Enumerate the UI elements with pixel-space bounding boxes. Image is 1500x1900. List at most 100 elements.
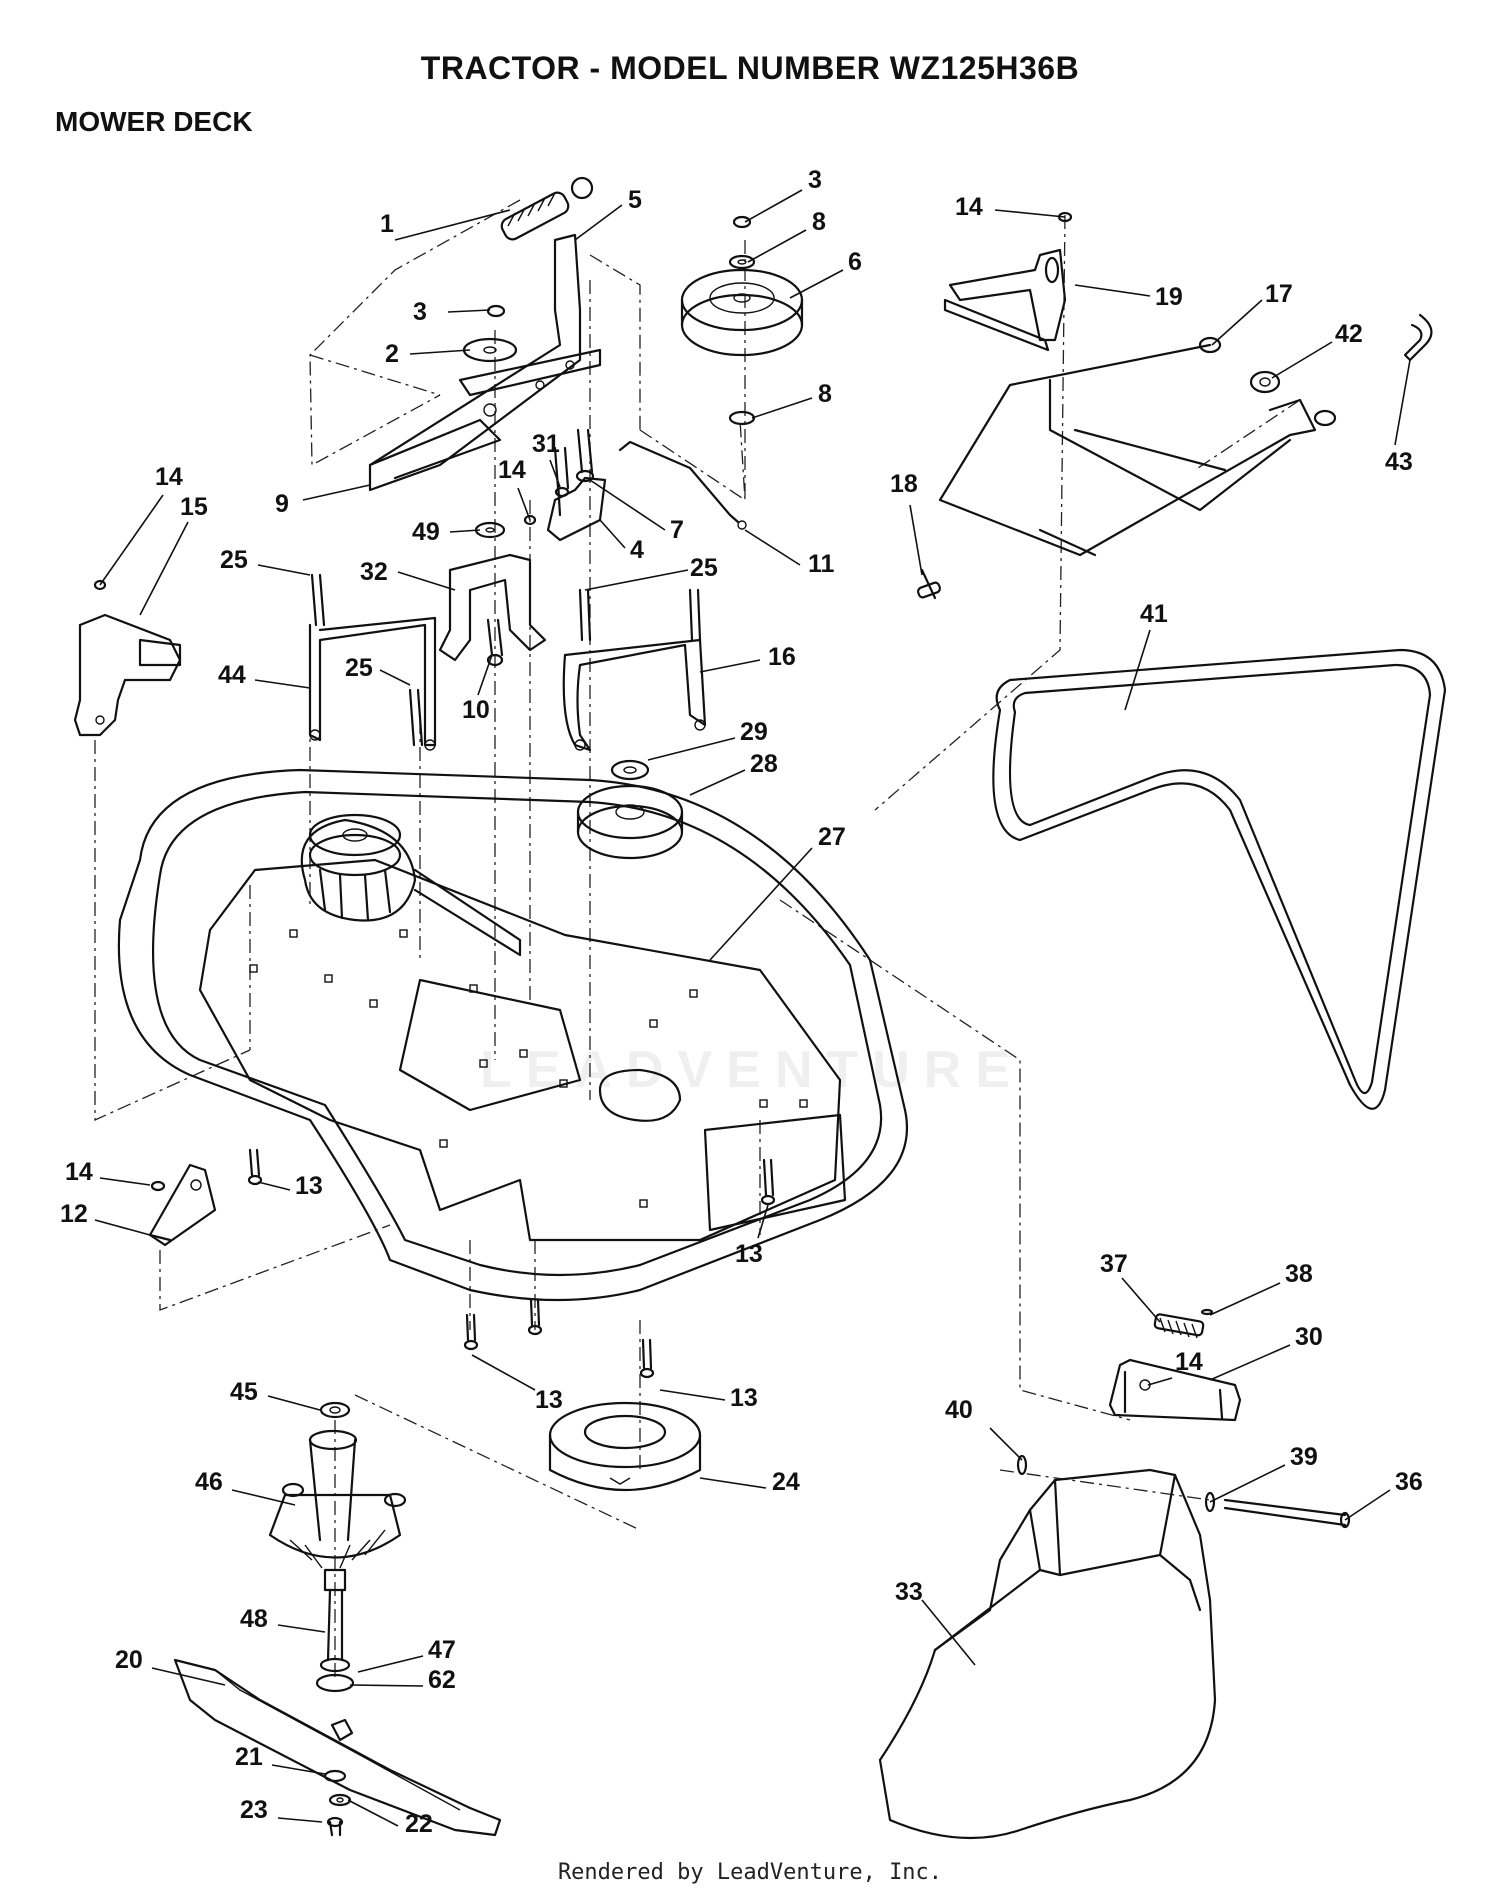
- leader-line-43: [1394, 359, 1411, 446]
- leader-line-39: [1209, 1464, 1286, 1503]
- callout-label-62: 62: [428, 1666, 456, 1694]
- leader-line-5: [574, 204, 623, 241]
- leader-line-12: [94, 1219, 151, 1236]
- leader-line-13: [257, 1181, 291, 1191]
- leader-line-18: [909, 504, 923, 576]
- callout-label-44: 44: [218, 661, 246, 689]
- callout-label-8: 8: [812, 208, 826, 236]
- leader-line-2: [409, 349, 471, 355]
- leader-line-3: [744, 189, 803, 223]
- blade-part-20: [173, 1658, 502, 1837]
- idler-arm-part-9: [368, 233, 602, 492]
- footer-credit: Rendered by LeadVenture, Inc.: [557, 1860, 943, 1885]
- leader-line-25: [584, 569, 689, 591]
- callout-label-25: 25: [345, 654, 373, 682]
- callout-label-29: 29: [740, 718, 768, 746]
- lift-frame-part-17: [916, 211, 1433, 600]
- callout-label-18: 18: [890, 470, 918, 498]
- leader-line-38: [1209, 1282, 1281, 1316]
- leader-line-24: [699, 1477, 767, 1489]
- leader-line-33: [921, 1599, 976, 1666]
- chute-hinge-part-30: [1108, 1308, 1242, 1422]
- leader-line-37: [1121, 1277, 1161, 1323]
- callout-label-16: 16: [768, 643, 796, 671]
- callout-label-27: 27: [818, 823, 846, 851]
- leader-line-32: [397, 571, 456, 591]
- callout-label-1: 1: [380, 210, 394, 238]
- leader-line-6: [789, 269, 844, 299]
- callout-label-14: 14: [1175, 1348, 1203, 1376]
- ring-part-24: [548, 1401, 702, 1491]
- washer-part-2: [462, 304, 518, 363]
- washers-part-21-22-23: [323, 1769, 352, 1837]
- chute-part-33: [878, 1468, 1217, 1840]
- callout-label-22: 22: [405, 1810, 433, 1838]
- leader-line-42: [1271, 341, 1333, 379]
- leader-line-14: [99, 1177, 151, 1186]
- leader-line-28: [689, 769, 746, 796]
- callout-label-14: 14: [65, 1158, 93, 1186]
- leader-line-9: [302, 484, 371, 501]
- callout-label-13: 13: [295, 1172, 323, 1200]
- spindle-part-46: [268, 1401, 407, 1592]
- leader-line-14: [1147, 1377, 1173, 1386]
- callout-label-3: 3: [808, 166, 822, 194]
- callout-label-14: 14: [955, 193, 983, 221]
- leader-line-44: [254, 679, 311, 689]
- assembly-lines: [94, 199, 1301, 1680]
- callout-label-2: 2: [385, 340, 399, 368]
- shaft-part-48: [315, 1588, 355, 1693]
- bracket-part-12: [148, 1148, 776, 1247]
- leader-line-17: [1211, 299, 1263, 346]
- leader-line-40: [989, 1427, 1023, 1461]
- callout-label-20: 20: [115, 1646, 143, 1674]
- callout-label-37: 37: [1100, 1250, 1128, 1278]
- leader-line-48: [277, 1624, 326, 1633]
- leader-line-14: [994, 209, 1066, 218]
- callout-label-39: 39: [1290, 1443, 1318, 1471]
- callout-label-4: 4: [630, 536, 644, 564]
- pin-part-36: [1016, 1454, 1351, 1529]
- callout-label-3: 3: [413, 298, 427, 326]
- callout-label-7: 7: [670, 516, 684, 544]
- leader-line-8: [751, 397, 813, 419]
- callout-label-45: 45: [230, 1378, 258, 1406]
- bracket-part-32: [438, 446, 570, 667]
- callout-label-10: 10: [462, 696, 490, 724]
- callout-label-11: 11: [808, 550, 835, 578]
- leader-line-8: [747, 229, 807, 263]
- leader-line-49: [449, 529, 481, 533]
- leader-line-45: [267, 1395, 321, 1411]
- leader-line-7: [589, 479, 666, 531]
- callout-leaders: [94, 189, 1411, 1827]
- callout-label-15: 15: [180, 493, 208, 521]
- callout-label-43: 43: [1385, 448, 1413, 476]
- leader-line-13: [757, 1204, 769, 1239]
- pulley-part-28: [576, 759, 684, 860]
- diagram-title: TRACTOR - MODEL NUMBER WZ125H36B: [420, 50, 1080, 86]
- bolt-part-7: [546, 428, 747, 542]
- callout-label-32: 32: [360, 558, 388, 586]
- callout-label-25: 25: [220, 546, 248, 574]
- leader-line-46: [231, 1489, 296, 1506]
- leader-line-23: [277, 1817, 323, 1823]
- leader-line-4: [599, 519, 626, 549]
- callout-label-13: 13: [535, 1386, 563, 1414]
- callout-label-33: 33: [895, 1578, 923, 1606]
- bracket-part-15: [73, 579, 182, 737]
- leader-line-27: [709, 847, 813, 961]
- callout-label-24: 24: [772, 1468, 800, 1496]
- callout-label-46: 46: [195, 1468, 223, 1496]
- callout-label-41: 41: [1140, 600, 1168, 628]
- leader-line-30: [1209, 1344, 1291, 1381]
- leader-line-25: [257, 564, 311, 576]
- callout-label-30: 30: [1295, 1323, 1323, 1351]
- callout-label-23: 23: [240, 1796, 268, 1824]
- leader-line-21: [271, 1764, 326, 1775]
- leader-line-13: [471, 1354, 536, 1391]
- callout-label-8: 8: [818, 380, 832, 408]
- callout-label-36: 36: [1395, 1468, 1423, 1496]
- idler-pulley-part-6: [680, 215, 804, 426]
- leader-line-25: [379, 669, 411, 686]
